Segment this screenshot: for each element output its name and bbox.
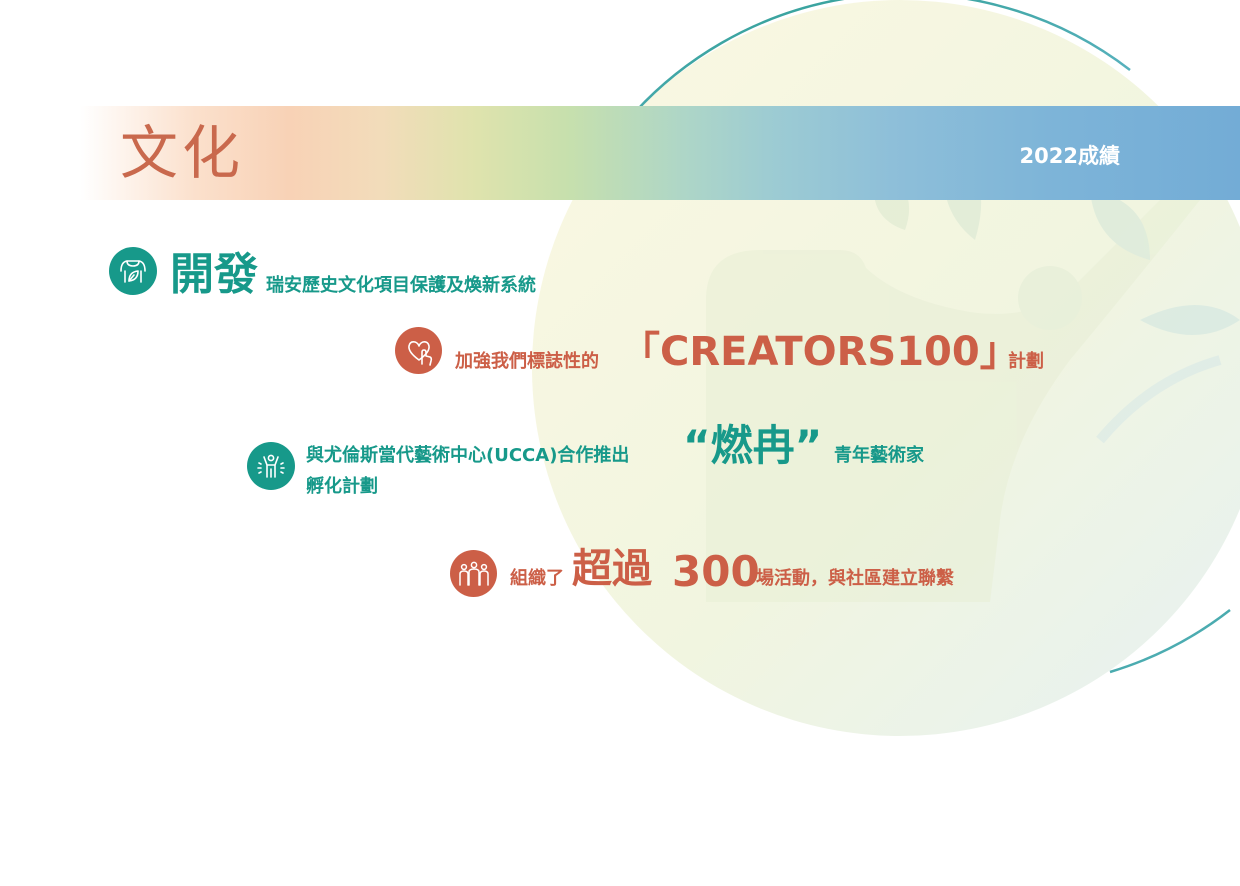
item-4-highlight-text: 超過 bbox=[572, 546, 652, 592]
item-1-lead: 開發 bbox=[170, 249, 258, 300]
heart-hand-icon bbox=[395, 327, 442, 374]
page-title: 文化 bbox=[120, 119, 245, 187]
item-4-highlight-number: 300 bbox=[672, 547, 760, 596]
item-3-pre: 與尤倫斯當代藝術中心(UCCA)合作推出 bbox=[306, 445, 630, 466]
item-2-pre: 加強我們標誌性的 bbox=[455, 351, 599, 372]
item-2-post: 計劃 bbox=[1008, 351, 1044, 372]
person-raised-arms-icon bbox=[247, 442, 295, 490]
item-2-highlight: 「CREATORS100」 bbox=[620, 329, 1020, 375]
header-banner bbox=[80, 106, 1240, 200]
item-3-line2: 孵化計劃 bbox=[306, 476, 378, 497]
year-label: 2022成績 bbox=[1019, 144, 1120, 168]
item-1-text: 瑞安歷史文化項目保護及煥新系統 bbox=[266, 275, 536, 296]
item-3-highlight: “燃冉” bbox=[683, 421, 823, 470]
background-arc-lower bbox=[1109, 609, 1231, 674]
item-4-pre: 組織了 bbox=[510, 568, 564, 589]
people-group-icon bbox=[450, 550, 497, 597]
background-arc bbox=[617, 0, 1131, 133]
item-4-post: 場活動，與社區建立聯繫 bbox=[756, 568, 954, 589]
item-3-post: 青年藝術家 bbox=[834, 445, 924, 466]
plant-hand-icon bbox=[109, 247, 157, 295]
